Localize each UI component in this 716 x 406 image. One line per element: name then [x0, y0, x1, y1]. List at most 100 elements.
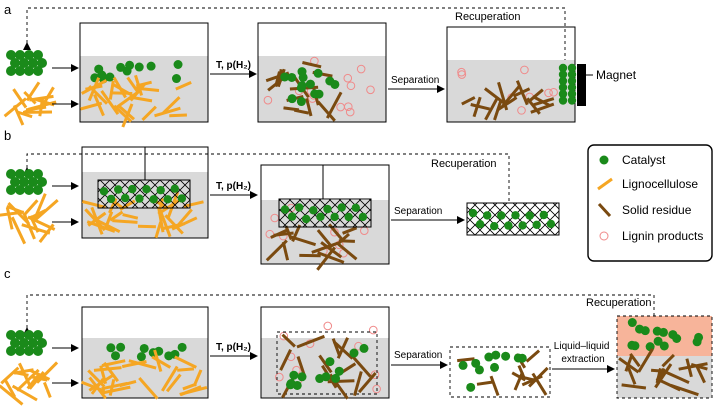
lignocellulose-stick: [27, 215, 56, 231]
row-c-extraction-label: Liquid–liquid extraction: [554, 341, 612, 365]
catalyst-particle: [170, 184, 179, 193]
lignocellulose-stick: [93, 93, 105, 117]
catalyst-particle: [297, 67, 307, 77]
catalyst-particle: [513, 353, 523, 363]
solid-residue-stick: [279, 349, 292, 371]
catalyst-particle: [497, 211, 506, 220]
catalyst-particle: [149, 195, 158, 204]
catalyst-particle: [33, 346, 43, 356]
catalyst-particle: [468, 208, 478, 218]
solid-residue-stick: [318, 354, 333, 374]
row-c-separation-label: Separation: [394, 350, 442, 361]
lignin-product-particle: [345, 107, 355, 117]
solid-residue-stick: [637, 348, 654, 373]
row-c-label: c: [4, 266, 11, 281]
solid-residue-stick: [629, 353, 641, 368]
catalyst-particle: [19, 58, 29, 68]
catalyst-particle: [6, 185, 16, 195]
lignocellulose-stick: [138, 377, 159, 400]
row-a-label: a: [4, 2, 12, 17]
solid-residue-stick: [521, 374, 543, 387]
catalyst-particle: [539, 210, 548, 220]
solid-residue-stick: [316, 229, 334, 249]
catalyst-particle: [558, 63, 568, 73]
lignocellulose-stick: [15, 368, 40, 392]
row-a-reactor-3: [446, 26, 576, 123]
catalyst-particle: [135, 194, 144, 203]
catalyst-particle: [653, 336, 663, 346]
row-c: c Recuperation T, p(H₂) Separation Liq: [0, 266, 713, 406]
solid-residue-stick: [483, 87, 506, 105]
lignocellulose-stick: [122, 213, 139, 220]
row-c-reactor-1-catalyst: [106, 342, 187, 362]
lignocellulose-stick: [12, 88, 28, 109]
catalyst-particle: [313, 68, 323, 78]
catalyst-particle: [358, 212, 368, 222]
catalyst-particle: [287, 212, 297, 221]
catalyst-particle: [128, 184, 137, 194]
lignin-product-particle: [520, 65, 529, 75]
lignocellulose-stick: [112, 219, 138, 224]
catalyst-particle: [33, 330, 43, 340]
catalyst-particle: [24, 66, 34, 76]
catalyst-particle: [297, 372, 307, 382]
lignocellulose-stick: [108, 80, 115, 100]
row-c-recuperation-label: Recuperation: [586, 297, 651, 309]
catalyst-particle: [511, 211, 520, 220]
catalyst-particle: [297, 81, 307, 91]
row-b-label: b: [4, 128, 11, 143]
catalyst-particle: [285, 380, 295, 390]
catalyst-particle: [287, 94, 297, 104]
catalyst-particle: [334, 366, 344, 376]
catalyst-particle: [163, 195, 172, 204]
lignocellulose-stick: [118, 105, 135, 121]
catalyst-particle: [15, 169, 25, 179]
lignocellulose-stick: [164, 214, 184, 235]
catalyst-particle: [146, 61, 156, 71]
solid-residue-stick: [526, 97, 541, 115]
solid-residue-stick: [302, 61, 322, 69]
lignocellulose-stick: [11, 384, 38, 402]
lignin-product-particle: [275, 372, 284, 382]
lignocellulose-stick: [35, 361, 59, 384]
catalyst-particle: [280, 205, 290, 214]
catalyst-particle: [490, 222, 499, 231]
lignocellulose-stick: [0, 384, 24, 406]
catalyst-particle: [289, 370, 299, 380]
catalyst-particle: [525, 211, 534, 220]
lignin-product-particle: [323, 321, 333, 331]
solid-residue-stick: [690, 362, 708, 371]
solid-residue-stick: [670, 383, 699, 397]
catalyst-particle: [24, 346, 34, 356]
lignin-product-particle: [457, 70, 467, 79]
solid-residue-stick: [661, 353, 675, 368]
catalyst-particle: [6, 346, 16, 356]
catalyst-particle: [37, 338, 47, 348]
row-c-separated-solids: [449, 346, 551, 398]
catalyst-particle: [33, 185, 43, 195]
row-c-lignocellulose-pile: [0, 361, 59, 406]
solid-residue-stick: [305, 98, 313, 117]
catalyst-particle: [504, 221, 513, 230]
catalyst-particle: [10, 338, 20, 348]
row-a-reactor-1-biomass: [80, 74, 192, 128]
catalyst-particle: [280, 72, 290, 82]
catalyst-particle: [310, 89, 320, 99]
lignin-product-particle: [544, 88, 553, 98]
row-b: b Recuperation T, p(H₂) Separation: [0, 128, 560, 271]
catalyst-particle: [292, 380, 302, 390]
catalyst-particle: [28, 177, 38, 187]
catalyst-particle: [627, 318, 637, 328]
solid-residue-stick: [500, 84, 522, 109]
lignocellulose-stick: [101, 385, 131, 395]
row-c-reaction-label: T, p(H₂): [216, 342, 251, 353]
lignin-product-particle: [517, 106, 526, 115]
row-c-separated-residue: [457, 349, 549, 397]
catalyst-particle: [349, 348, 359, 358]
solid-residue-stick: [532, 97, 555, 107]
catalyst-particle: [558, 76, 568, 86]
legend: Catalyst Lignocellulose Solid residue Li…: [587, 144, 713, 262]
catalyst-particle: [323, 204, 332, 214]
catalyst-particle: [15, 66, 25, 76]
legend-label-catalyst: Catalyst: [622, 153, 666, 167]
